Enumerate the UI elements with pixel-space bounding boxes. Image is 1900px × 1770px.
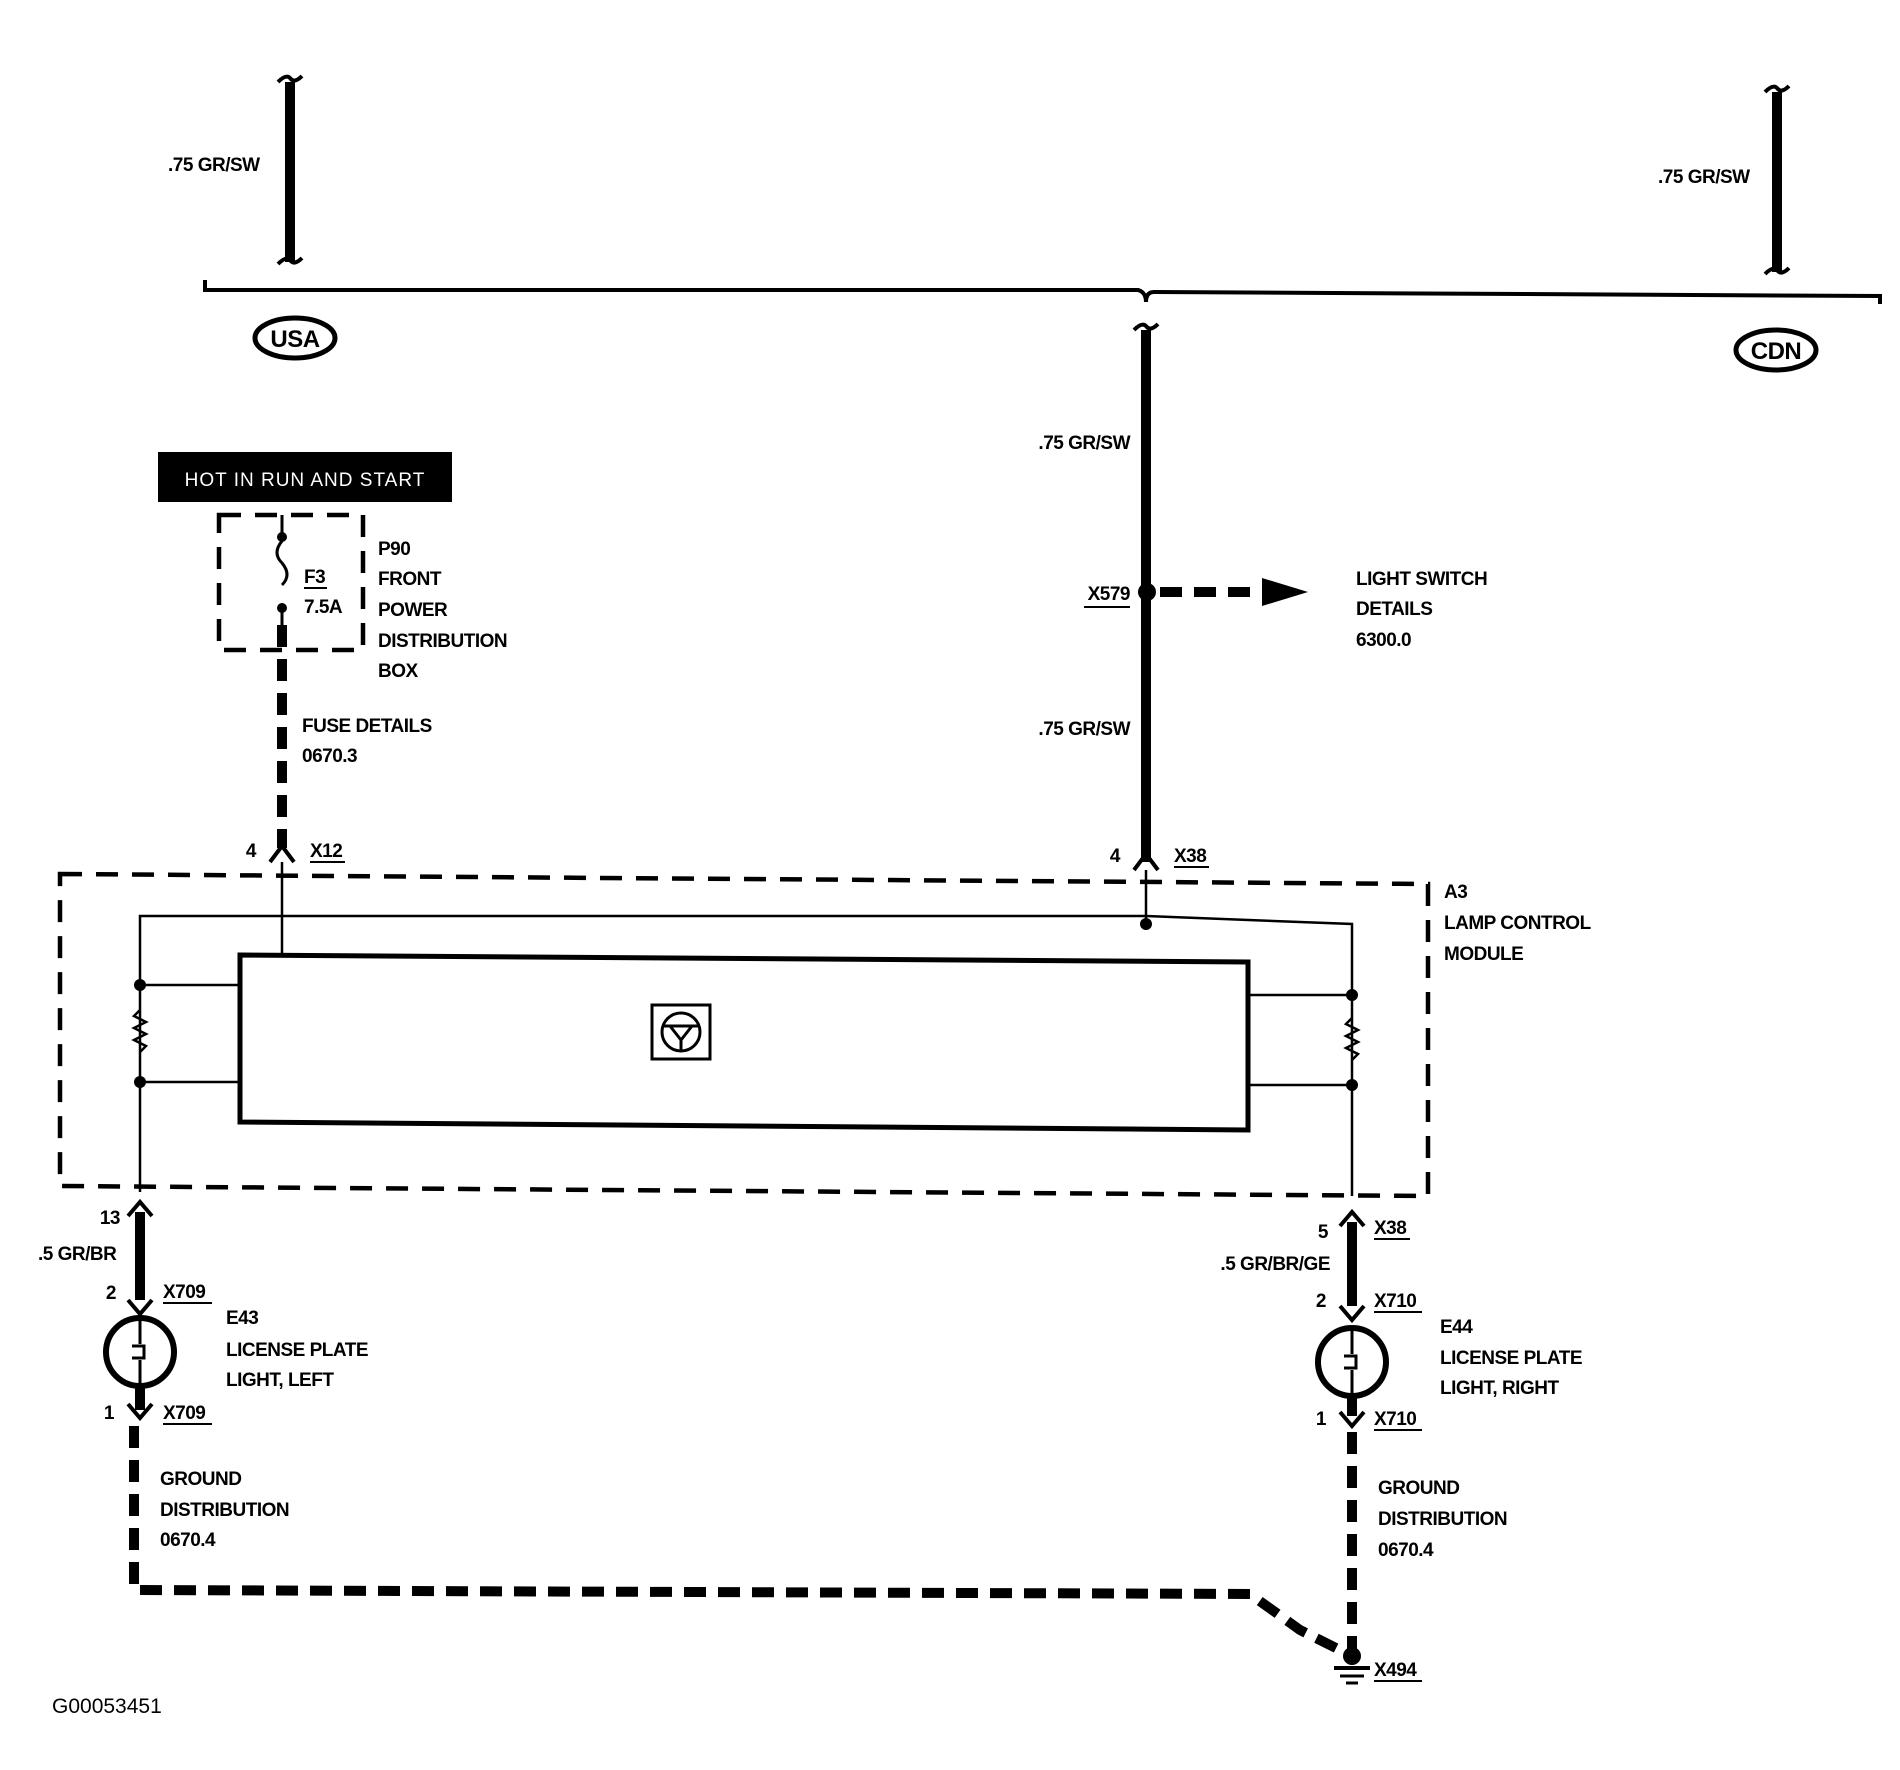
fuse-details-line1: FUSE DETAILS <box>302 716 432 737</box>
right-ground-line2: DISTRIBUTION <box>1378 1509 1507 1530</box>
fuse-box-outline <box>216 512 366 653</box>
power-box-label: P90 FRONT POWER DISTRIBUTION BOX <box>378 539 508 682</box>
module-id: A3 <box>1444 882 1467 903</box>
fuse-terminal-bottom <box>277 603 287 613</box>
right-lamp-pin-top-connector: X710 <box>1374 1291 1416 1312</box>
internal-junction-top <box>1140 918 1152 930</box>
left-ground-reference: GROUND DISTRIBUTION 0670.4 <box>160 1469 290 1551</box>
right-lamp-name-line1: LICENSE PLATE <box>1440 1348 1582 1369</box>
left-lamp-id: E43 <box>226 1308 258 1329</box>
pin-x12-number: 4 <box>246 841 257 862</box>
connector-x709-top-symbol <box>126 1298 154 1318</box>
module-boundary <box>57 871 1431 1199</box>
module-block <box>237 952 1251 1133</box>
right-lamp-pin-bot-connector: X710 <box>1374 1409 1416 1430</box>
module-name-line2: MODULE <box>1444 944 1523 965</box>
fuse-details-line2: 0670.3 <box>302 746 357 767</box>
feed-wire-cdn-label: .75 GR/SW <box>1658 167 1750 188</box>
pin-5-connector: X38 <box>1374 1218 1406 1239</box>
connector-x38-bottom-symbol <box>1338 1208 1366 1228</box>
left-lamp-pin-bot-number: 1 <box>104 1403 115 1424</box>
break-symbol-usa-top <box>276 74 304 84</box>
left-lamp-name-line2: LIGHT, LEFT <box>226 1370 334 1391</box>
feed-usa: .75 GR/SW <box>168 74 304 266</box>
pin-13-number: 13 <box>100 1208 120 1229</box>
left-ground-wire <box>129 1426 1351 1659</box>
left-lamp-pin-top-connector: X709 <box>163 1282 205 1303</box>
light-switch-arrow-icon <box>1262 578 1308 606</box>
right-ground-line1: GROUND <box>1378 1478 1459 1499</box>
connector-x38-top-symbol <box>1132 850 1160 872</box>
right-lamp-pin-bot-number: 1 <box>1316 1409 1327 1430</box>
region-badge-usa: USA <box>252 315 338 361</box>
option-bracket <box>203 280 1882 304</box>
break-symbol-cdn-bottom <box>1763 266 1791 276</box>
internal-bus <box>138 914 1354 1196</box>
ground-point-label: X494 <box>1374 1660 1417 1681</box>
left-lamp-pin-top-number: 2 <box>106 1283 116 1304</box>
fuse-rating: 7.5A <box>304 597 343 618</box>
left-lamp-label: E43 LICENSE PLATE LIGHT, LEFT <box>226 1308 369 1391</box>
feed-cdn: .75 GR/SW <box>1658 84 1791 276</box>
connector-pin13-symbol <box>126 1198 154 1218</box>
light-switch-reference: LIGHT SWITCH DETAILS 6300.0 <box>1356 569 1488 651</box>
left-lamp-name-line1: LICENSE PLATE <box>226 1340 368 1361</box>
connector-x709-bottom-symbol <box>126 1402 154 1422</box>
hot-in-run-banner-text: HOT IN RUN AND START <box>185 470 426 491</box>
main-wire-upper-label: .75 GR/SW <box>1038 433 1130 454</box>
right-lamp-id: E44 <box>1440 1317 1473 1338</box>
light-switch-line3: 6300.0 <box>1356 630 1411 651</box>
power-box-line4: DISTRIBUTION <box>378 631 507 652</box>
fuse-name: F3 <box>304 567 325 588</box>
connector-x710-bottom-symbol <box>1338 1410 1366 1430</box>
resistor-right-icon <box>1343 1017 1361 1061</box>
left-ground-line1: GROUND <box>160 1469 241 1490</box>
right-ground-line3: 0670.4 <box>1378 1540 1434 1561</box>
region-badge-cdn: CDN <box>1733 327 1819 373</box>
right-lamp-pin-top-number: 2 <box>1316 1291 1326 1312</box>
pin-x38-top-connector: X38 <box>1174 846 1206 867</box>
pin-x38-top-number: 4 <box>1110 846 1121 867</box>
power-box-line2: FRONT <box>378 569 442 590</box>
pin-x12-connector: X12 <box>310 841 342 862</box>
pin-5-number: 5 <box>1318 1222 1329 1243</box>
feed-wire-usa-label: .75 GR/SW <box>168 155 260 176</box>
connector-x12-symbol <box>268 842 296 864</box>
right-lamp-wire-label: .5 GR/BR/GE <box>1220 1254 1330 1275</box>
break-symbol-main <box>1132 322 1160 332</box>
fuse-terminal-top <box>277 532 287 542</box>
figure-code: G00053451 <box>52 1695 162 1718</box>
right-lamp-label: E44 LICENSE PLATE LIGHT, RIGHT <box>1440 1317 1583 1399</box>
right-ground-reference: GROUND DISTRIBUTION 0670.4 <box>1378 1478 1508 1561</box>
power-box-line3: POWER <box>378 600 448 621</box>
left-ground-line3: 0670.4 <box>160 1530 216 1551</box>
module-internal-circuit <box>131 862 1361 1196</box>
region-cdn-text: CDN <box>1751 338 1802 365</box>
connector-x710-top-symbol <box>1338 1304 1366 1324</box>
splice-x579-dot <box>1138 583 1156 601</box>
fuse-icon <box>275 540 289 587</box>
left-ground-line2: DISTRIBUTION <box>160 1500 289 1521</box>
light-switch-line1: LIGHT SWITCH <box>1356 569 1487 590</box>
power-box-line1: P90 <box>378 539 410 560</box>
power-box-line5: BOX <box>378 661 419 682</box>
module-label: A3 LAMP CONTROL MODULE <box>1444 882 1592 965</box>
ground-symbol-icon <box>1334 1647 1370 1685</box>
right-lamp-name-line2: LIGHT, RIGHT <box>1440 1378 1559 1399</box>
break-symbol-usa-bottom <box>276 256 304 266</box>
break-symbol-cdn-top <box>1763 84 1791 94</box>
module-name-line1: LAMP CONTROL <box>1444 913 1592 934</box>
splice-x579-label: X579 <box>1088 584 1130 605</box>
fuse-details-reference: FUSE DETAILS 0670.3 <box>302 716 432 767</box>
light-switch-line2: DETAILS <box>1356 599 1432 620</box>
resistor-left-icon <box>131 1009 149 1053</box>
hot-in-run-banner <box>158 452 452 502</box>
main-wire-lower-label: .75 GR/SW <box>1038 719 1130 740</box>
region-usa-text: USA <box>270 326 319 353</box>
left-lamp-pin-bot-connector: X709 <box>163 1403 205 1424</box>
left-lamp-wire-label: .5 GR/BR <box>38 1244 117 1265</box>
